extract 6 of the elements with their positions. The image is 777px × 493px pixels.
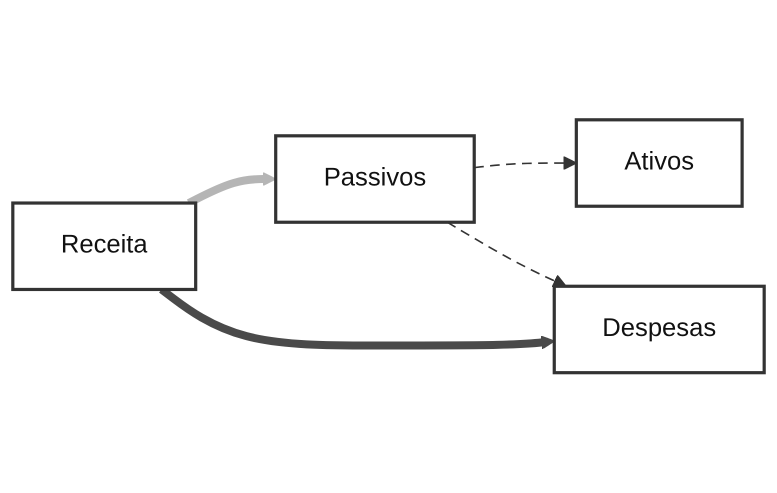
arrow: [474, 156, 577, 170]
node-box: Passivos: [274, 134, 476, 224]
arrow: [446, 222, 567, 288]
node-box: Ativos: [574, 118, 744, 208]
node-box: Despesas: [552, 284, 766, 375]
node-box: Receita: [11, 202, 198, 292]
